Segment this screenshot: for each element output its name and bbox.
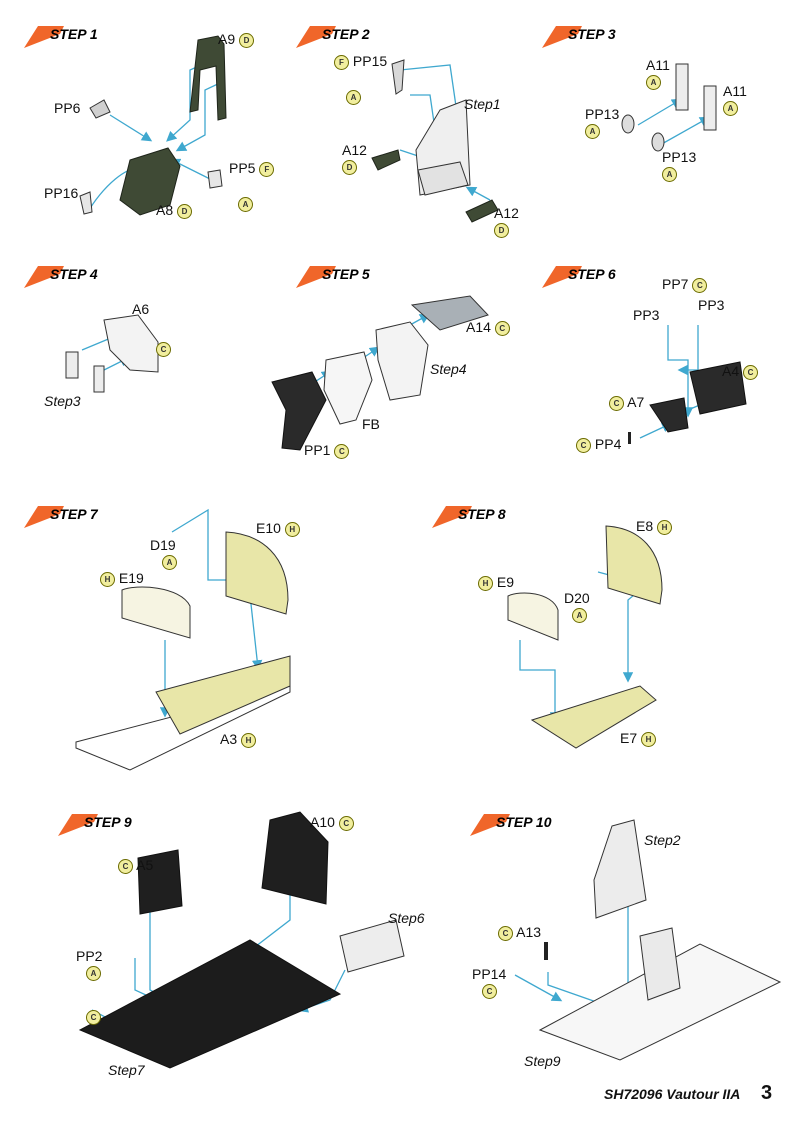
ref-step1: Step1 (464, 96, 501, 112)
step-6-label: STEP 6 (568, 266, 616, 282)
ref-step3: Step3 (44, 393, 81, 409)
part-label-a10: A10 C (310, 814, 354, 831)
part-label-pp6: PP6 (54, 100, 81, 116)
ref-step2: Step2 (644, 832, 681, 848)
step-9-flag: STEP 9 (58, 814, 146, 854)
part-label-a3: A3 H (220, 731, 257, 748)
part-label-a13: C A13 (498, 924, 541, 941)
part-label-pp3-right: PP3 (698, 297, 725, 313)
sprue-badge-d: D (239, 32, 255, 48)
part-label-e9: H E9 (478, 574, 514, 591)
part-label-pp16: PP16 (44, 185, 79, 201)
step-8-flag: STEP 8 (432, 506, 520, 546)
part-label-e10: E10 H (256, 520, 300, 537)
step-2-flag: STEP 2 (296, 26, 384, 66)
part-label-a8: A8 D (156, 202, 193, 219)
step-4-label: STEP 4 (50, 266, 98, 282)
footer-title: SH72096 Vautour IIA (604, 1086, 741, 1102)
part-label-pp5: PP5 F (229, 160, 275, 177)
part-label-pp4: C PP4 (576, 436, 621, 453)
step-6-flag: STEP 6 (542, 266, 630, 306)
step-3-label: STEP 3 (568, 26, 616, 42)
step-4-flag: STEP 4 (24, 266, 112, 306)
part-label-a14: A14 C (466, 319, 510, 336)
ref-step6: Step6 (388, 910, 425, 926)
step-8-label: STEP 8 (458, 506, 506, 522)
ref-step9: Step9 (524, 1053, 561, 1069)
sprue-marker-a: A (238, 195, 253, 212)
part-label-e8: E8 H (636, 518, 673, 535)
part-label-a6: A6 (132, 301, 150, 317)
part-label-a5: C A5 (118, 857, 153, 874)
step-9-label: STEP 9 (84, 814, 132, 830)
ref-step7: Step7 (108, 1062, 145, 1078)
part-label-e7: E7 H (620, 730, 657, 747)
part-label-fb: FB (362, 416, 380, 432)
sprue-marker-c: C (86, 1008, 101, 1025)
part-label-pp1: PP1 C (304, 442, 350, 459)
part-label-a4: A4 C (722, 363, 759, 380)
sprue-marker-c: C (156, 340, 171, 357)
part-label-pp15: F PP15 (334, 53, 387, 70)
step-7-label: STEP 7 (50, 506, 98, 522)
part-label-a9: A9 D (218, 31, 255, 48)
step-5-flag: STEP 5 (296, 266, 384, 306)
step-3-flag: STEP 3 (542, 26, 630, 66)
sprue-marker-a: A (346, 88, 361, 105)
part-label-a7: C A7 (609, 394, 644, 411)
step-10-flag: STEP 10 (470, 814, 558, 854)
step-7-flag: STEP 7 (24, 506, 112, 546)
step-1-flag: STEP 1 (24, 26, 112, 66)
step-5-label: STEP 5 (322, 266, 370, 282)
ref-step4: Step4 (430, 361, 467, 377)
part-label-e19: H E19 (100, 570, 144, 587)
step-1-label: STEP 1 (50, 26, 98, 42)
page-number: 3 (761, 1082, 773, 1104)
part-label-pp3-left: PP3 (633, 307, 660, 323)
step-10-label: STEP 10 (496, 814, 552, 830)
step-2-label: STEP 2 (322, 26, 370, 42)
part-label-pp7: PP7 C (662, 276, 708, 293)
